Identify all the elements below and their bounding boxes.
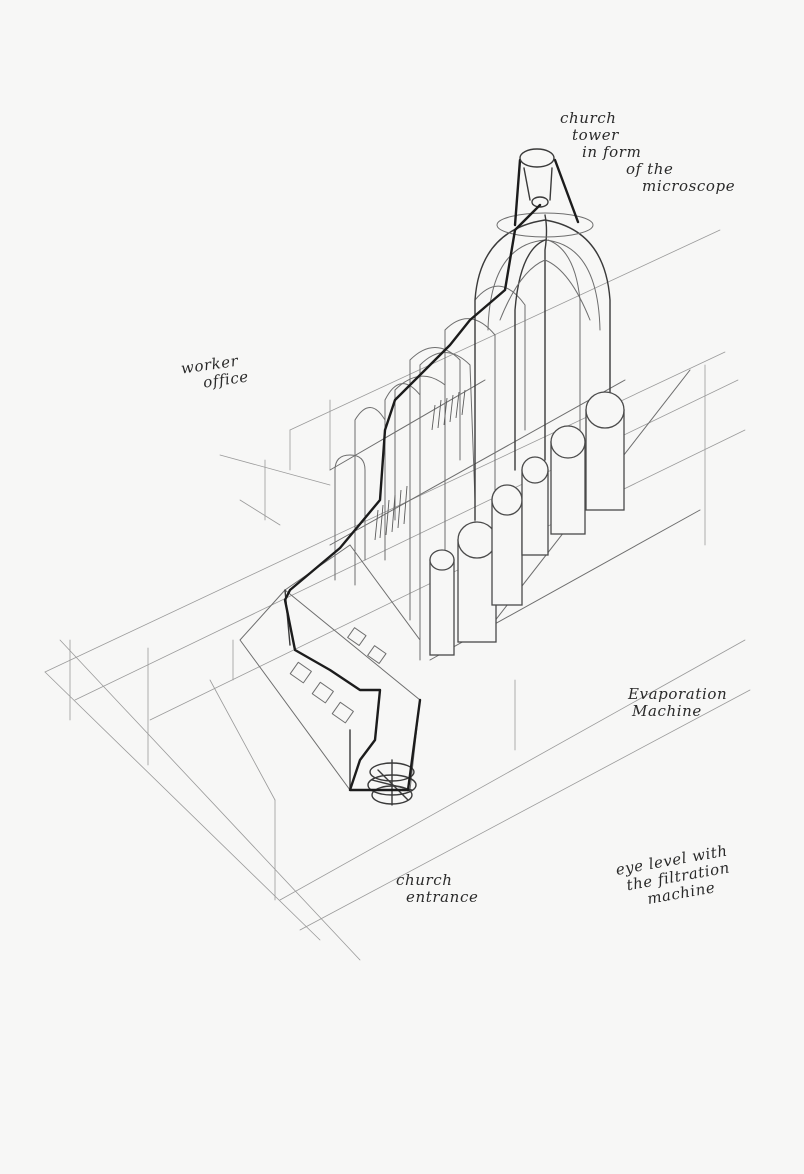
spiral-staircase <box>367 759 417 806</box>
nave-hatching <box>374 389 466 541</box>
annotation-line: in form <box>582 143 642 161</box>
annotation-line: microscope <box>642 177 736 195</box>
annotation-church-tower: church tower in form of the microscope <box>560 110 735 195</box>
annotation-church-entrance: church entrance <box>396 872 478 906</box>
annotation-line: of the <box>626 160 674 178</box>
church-tower <box>474 148 611 521</box>
annotation-line: entrance <box>406 888 479 906</box>
annotation-evaporation-machine: Evaporation Machine <box>628 686 727 720</box>
annotation-line: church <box>396 871 453 889</box>
site-construction-lines <box>44 229 751 961</box>
annotation-line: Machine <box>632 702 702 720</box>
evaporation-machine-cylinders <box>429 391 625 656</box>
worker-office-box <box>239 544 421 791</box>
nave-arches <box>334 285 526 661</box>
circulation-route <box>283 203 542 792</box>
annotation-line: church <box>560 109 617 127</box>
annotation-line: tower <box>572 126 619 144</box>
annotation-line: Evaporation <box>628 685 728 703</box>
